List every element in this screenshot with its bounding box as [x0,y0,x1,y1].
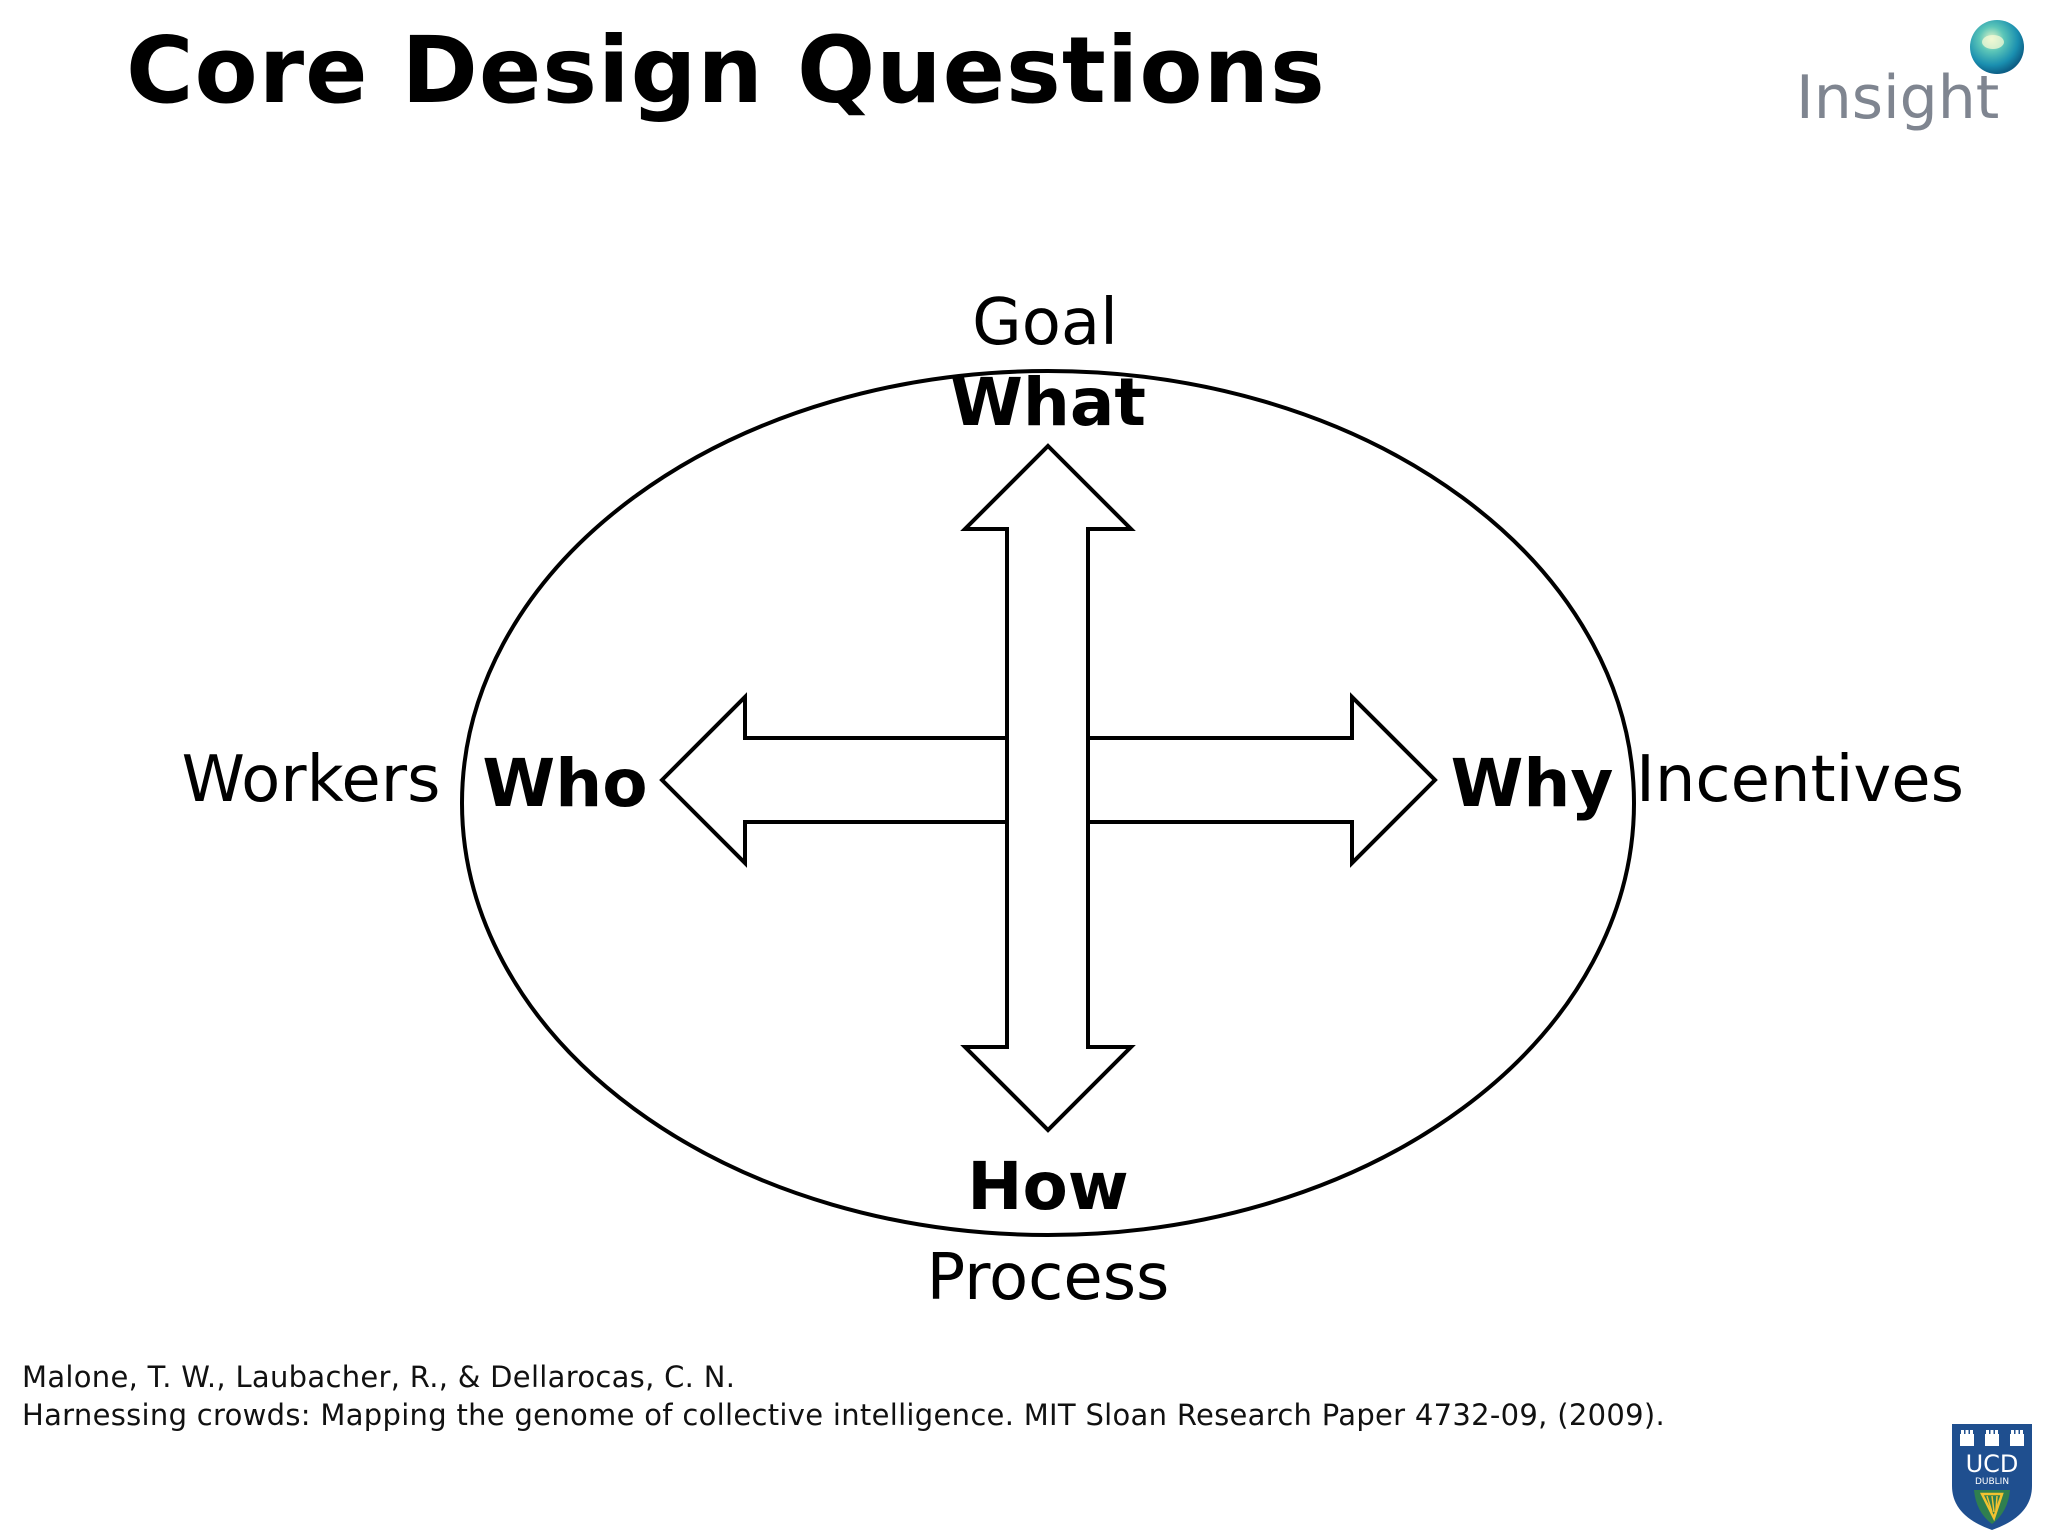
slide-title: Core Design Questions [126,17,1326,124]
citation-authors: Malone, T. W., Laubacher, R., & Dellaroc… [22,1360,736,1394]
citation: Malone, T. W., Laubacher, R., & Dellaroc… [22,1358,1665,1434]
ucd-crest-logo: UCD DUBLIN [1952,1424,2032,1530]
label-why: Why [1450,745,1614,822]
ucd-logo-text: UCD [1966,1450,2019,1478]
outer-ellipse [460,369,1636,1237]
insight-logo: Insight [1790,18,2030,148]
label-what: What [950,364,1146,441]
label-incentives: Incentives [1635,743,1965,817]
label-how: How [967,1148,1129,1225]
label-workers: Workers [181,743,441,817]
label-who: Who [482,745,648,822]
label-process: Process [926,1241,1170,1315]
label-goal: Goal [972,286,1118,360]
insight-wordmark: Insight [1796,63,2000,133]
insight-orb-icon [1970,20,2024,74]
citation-title: Harnessing crowds: Mapping the genome of… [22,1398,1665,1432]
ucd-logo-subtext: DUBLIN [1975,1477,2009,1487]
vertical-double-arrow [960,443,1136,1133]
